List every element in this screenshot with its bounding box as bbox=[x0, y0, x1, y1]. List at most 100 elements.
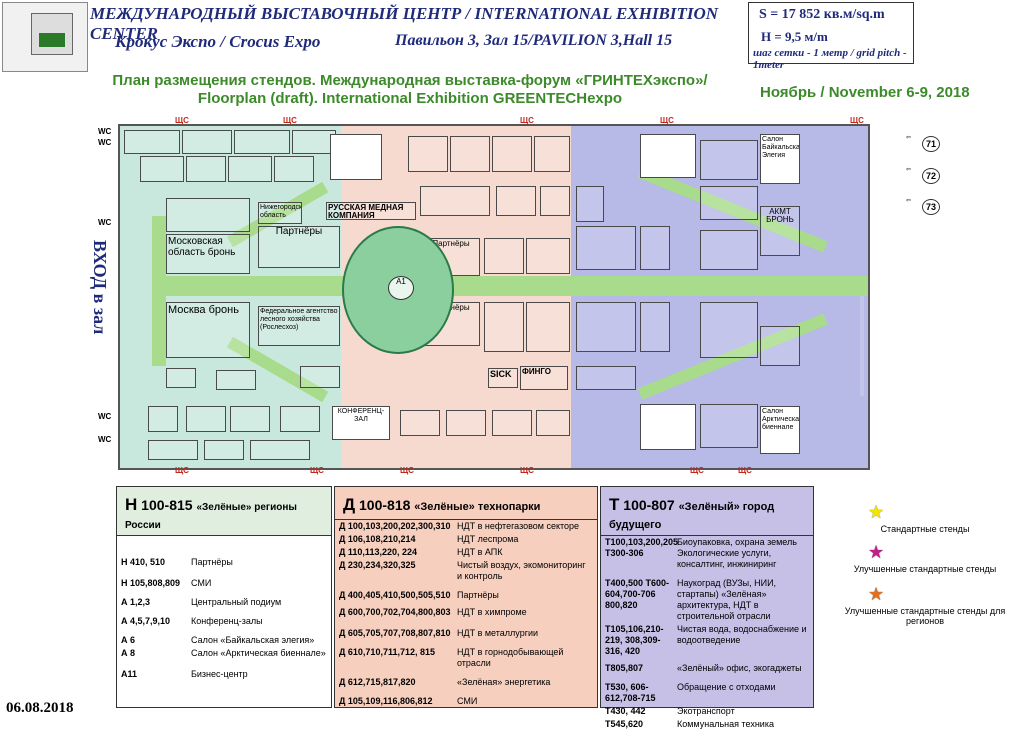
stand[interactable] bbox=[700, 302, 758, 358]
stand-mosk-obl[interactable]: Московская область бронь bbox=[166, 234, 250, 274]
stand[interactable] bbox=[484, 302, 524, 352]
stand[interactable] bbox=[540, 186, 570, 216]
stand[interactable] bbox=[496, 186, 536, 216]
stand[interactable] bbox=[408, 136, 448, 172]
stand[interactable] bbox=[526, 302, 570, 352]
stand[interactable] bbox=[230, 406, 270, 432]
stand-partners[interactable]: Партнёры bbox=[258, 226, 340, 268]
stand-a5[interactable] bbox=[640, 134, 696, 178]
gate-73[interactable]: ⇦73 bbox=[906, 197, 940, 215]
stand-a1[interactable]: А1 bbox=[388, 276, 414, 300]
stand[interactable] bbox=[400, 410, 440, 436]
shc-label: ЩС bbox=[850, 116, 864, 125]
stand-fingo[interactable]: ФИНГО bbox=[520, 366, 568, 390]
star-icon: ★ bbox=[868, 502, 885, 522]
gate-71[interactable]: ⇦71 bbox=[906, 134, 940, 152]
legend-row: Д 612,715,817,820«Зелёная» энергетика bbox=[339, 677, 551, 687]
stand[interactable] bbox=[492, 136, 532, 172]
stand[interactable] bbox=[166, 198, 250, 232]
main-corridor bbox=[152, 276, 868, 296]
stand[interactable] bbox=[300, 366, 340, 388]
stand[interactable] bbox=[228, 156, 272, 182]
stand[interactable] bbox=[700, 230, 758, 270]
star-legend-label: Стандартные стенды bbox=[880, 524, 970, 534]
stand[interactable] bbox=[186, 156, 226, 182]
stand[interactable] bbox=[640, 302, 670, 352]
stand-sick[interactable]: SICK bbox=[488, 368, 518, 388]
stand-salon-arktic[interactable]: Салон Арктическая биеннале bbox=[760, 406, 800, 454]
stand-konf[interactable]: КОНФЕРЕНЦ-ЗАЛ bbox=[332, 406, 390, 440]
arrow-left-icon: ⇦ bbox=[906, 167, 912, 173]
zone-t-city bbox=[571, 126, 868, 468]
stand[interactable] bbox=[186, 406, 226, 432]
stand[interactable] bbox=[274, 156, 314, 182]
legend-t-header: Т 100-807 «Зелёный» город будущего bbox=[601, 487, 813, 536]
plan-title-ru: План размещения стендов. Международная в… bbox=[112, 72, 708, 89]
central-podium[interactable] bbox=[342, 226, 454, 354]
stand[interactable] bbox=[234, 130, 290, 154]
stand-salon-baikal[interactable]: Салон Байкальская Элегия bbox=[760, 134, 800, 184]
spec-grid: шаг сетки - 1 метр / grid pitch - 1meter bbox=[753, 47, 907, 71]
stand[interactable] bbox=[576, 302, 636, 352]
stand[interactable] bbox=[216, 370, 256, 390]
stand[interactable] bbox=[280, 406, 320, 432]
stand[interactable] bbox=[536, 410, 570, 436]
stand[interactable] bbox=[526, 238, 570, 274]
wc-label: WC bbox=[98, 138, 112, 147]
shc-label: ЩС bbox=[690, 466, 704, 475]
shc-label: ЩС bbox=[520, 116, 534, 125]
stand[interactable] bbox=[700, 186, 758, 220]
stand[interactable] bbox=[166, 368, 196, 388]
stand-akmt[interactable]: АКМТ БРОНЬ bbox=[760, 206, 800, 256]
stand[interactable] bbox=[576, 226, 636, 270]
stand[interactable] bbox=[492, 410, 532, 436]
wc-label: WC bbox=[98, 127, 112, 136]
star-icon: ★ bbox=[868, 584, 885, 604]
stand[interactable] bbox=[420, 186, 490, 216]
stand[interactable] bbox=[250, 440, 310, 460]
stand[interactable] bbox=[640, 226, 670, 270]
stand[interactable] bbox=[140, 156, 184, 182]
arrow-left-icon: ⇦ bbox=[906, 198, 912, 204]
stand-russkaya-med[interactable]: РУССКАЯ МЕДНАЯ КОМПАНИЯ bbox=[326, 202, 416, 220]
stand-moskva[interactable]: Москва бронь bbox=[166, 302, 250, 358]
legend-h-header: Н 100-815 «Зелёные» регионы России bbox=[117, 487, 331, 536]
shc-label: ЩС bbox=[738, 466, 752, 475]
header-pavilion: Павильон 3, Зал 15/PAVILION 3,Hall 15 bbox=[395, 32, 673, 49]
stand[interactable] bbox=[148, 406, 178, 432]
spec-height: H = 9,5 м/m bbox=[761, 29, 828, 44]
stand-a9[interactable] bbox=[640, 404, 696, 450]
shc-label: ЩС bbox=[283, 116, 297, 125]
stand[interactable] bbox=[204, 440, 244, 460]
stand[interactable] bbox=[182, 130, 232, 154]
stand[interactable] bbox=[576, 366, 636, 390]
stand[interactable] bbox=[700, 140, 758, 180]
stand-a4[interactable] bbox=[330, 134, 382, 180]
stand[interactable] bbox=[148, 440, 198, 460]
stand-nizhegorod[interactable]: Нижегородская область bbox=[258, 202, 302, 224]
stand[interactable] bbox=[534, 136, 570, 172]
stand[interactable] bbox=[760, 326, 800, 366]
star-legend-label: Улучшенные стандартные стенды для регион… bbox=[844, 606, 1006, 626]
stand[interactable] bbox=[124, 130, 180, 154]
stand-federal[interactable]: Федеральное агентство лесного хозяйства … bbox=[258, 306, 340, 346]
stand[interactable] bbox=[292, 130, 336, 154]
corridor-vertical bbox=[152, 216, 166, 366]
stand[interactable] bbox=[450, 136, 490, 172]
stand[interactable] bbox=[446, 410, 486, 436]
stand[interactable] bbox=[484, 238, 524, 274]
gate-72[interactable]: ⇦72 bbox=[906, 166, 940, 184]
stand[interactable] bbox=[576, 186, 604, 222]
stand[interactable] bbox=[700, 404, 758, 448]
wc-label: WC bbox=[98, 435, 112, 444]
wc-label: WC bbox=[98, 218, 112, 227]
